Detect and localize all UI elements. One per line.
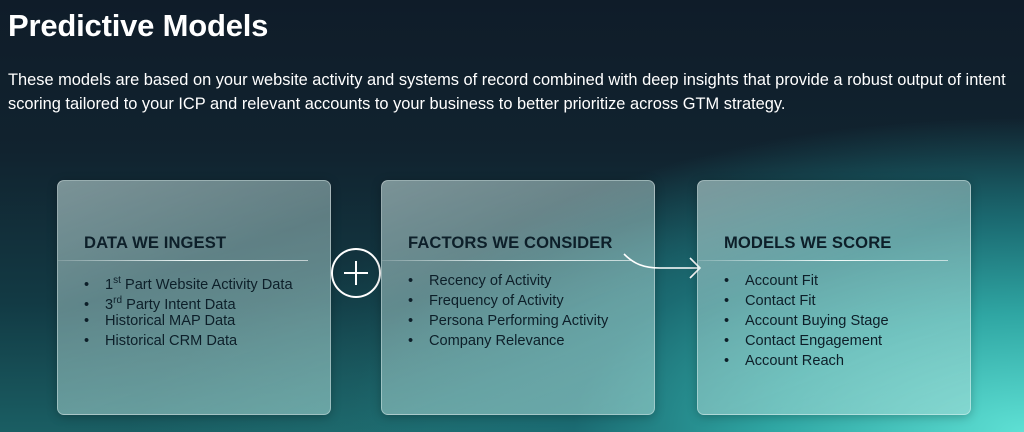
list-item: •Company Relevance bbox=[408, 333, 565, 349]
list-item: •1st Part Website Activity Data bbox=[84, 275, 293, 293]
card-heading: FACTORS WE CONSIDER bbox=[408, 233, 613, 252]
heading-divider bbox=[58, 260, 308, 261]
card-models-we-score: MODELS WE SCORE •Account Fit •Contact Fi… bbox=[697, 180, 971, 415]
list-item: •Historical MAP Data bbox=[84, 313, 236, 329]
card-data-we-ingest: DATA WE INGEST •1st Part Website Activit… bbox=[57, 180, 331, 415]
list-item: •Historical CRM Data bbox=[84, 333, 238, 349]
card-factors-we-consider: FACTORS WE CONSIDER •Recency of Activity… bbox=[381, 180, 655, 415]
page-title: Predictive Models bbox=[8, 8, 269, 43]
page-description: These models are based on your website a… bbox=[8, 71, 1006, 113]
card-list: •Recency of Activity •Frequency of Activ… bbox=[408, 271, 608, 351]
list-item: •Frequency of Activity bbox=[408, 293, 564, 309]
card-heading: DATA WE INGEST bbox=[84, 233, 227, 252]
card-list: •Account Fit •Contact Fit •Account Buyin… bbox=[724, 271, 889, 371]
card-heading: MODELS WE SCORE bbox=[724, 233, 892, 252]
card-list: •1st Part Website Activity Data •3rd Par… bbox=[84, 271, 293, 351]
list-item: •Contact Fit bbox=[724, 293, 816, 309]
list-item: •Contact Engagement bbox=[724, 333, 883, 349]
list-item: •Account Buying Stage bbox=[724, 313, 889, 329]
heading-divider bbox=[698, 260, 948, 261]
list-item: •Account Reach bbox=[724, 353, 844, 369]
list-item: •Account Fit bbox=[724, 273, 818, 289]
heading-divider bbox=[382, 260, 632, 261]
plus-icon bbox=[331, 248, 381, 298]
list-item: •Persona Performing Activity bbox=[408, 313, 609, 329]
list-item: •3rd Party Intent Data bbox=[84, 295, 236, 313]
list-item: •Recency of Activity bbox=[408, 273, 552, 289]
